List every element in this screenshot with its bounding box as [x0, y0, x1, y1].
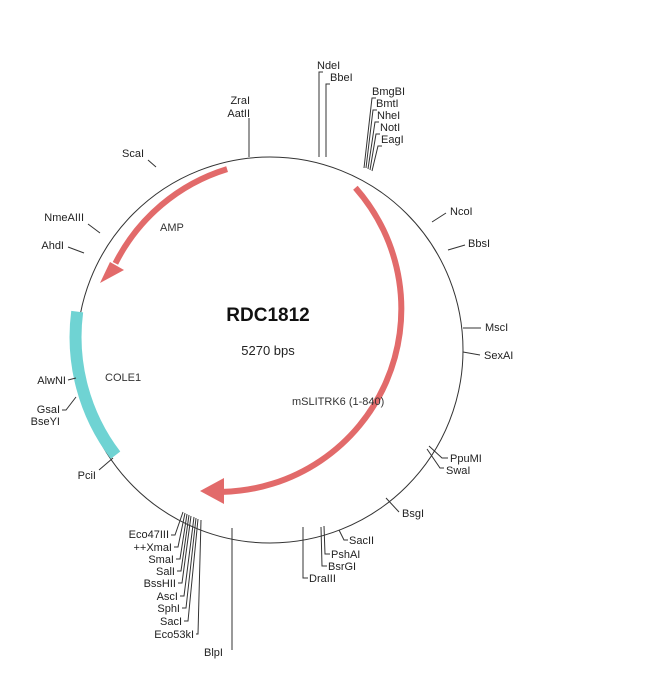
site-label-sali: SalI	[156, 566, 175, 578]
site-label-xmai: ++XmaI	[133, 542, 172, 554]
site-label-pshai: PshAI	[331, 549, 360, 561]
site-label-aatii: AatII	[227, 108, 250, 120]
site-label-ncoi: NcoI	[450, 206, 473, 218]
site-label-ahdi: AhdI	[41, 240, 64, 252]
site-label-ndei: NdeI	[317, 60, 340, 72]
site-label-alwni: AlwNI	[37, 375, 66, 387]
site-label-noti: NotI	[380, 122, 400, 134]
plasmid-size: 5270 bps	[241, 343, 295, 358]
plasmid-title: RDC1812	[226, 305, 309, 326]
feature-cole1-label: COLE1	[105, 372, 141, 384]
feature-cole1-arc	[69, 310, 121, 459]
site-label-asci: AscI	[157, 591, 178, 603]
site-label-bmgbi: BmgBI	[372, 86, 405, 98]
site-label-blpi: BlpI	[204, 647, 223, 659]
site-label-smai: SmaI	[148, 554, 174, 566]
feature-amp-arrowhead	[100, 262, 124, 283]
site-label-eco53ki: Eco53kI	[154, 629, 194, 641]
site-label-sexai: SexAI	[484, 350, 513, 362]
feature-mslitrk6-arc	[222, 185, 405, 495]
site-label-pcii: PciI	[78, 470, 96, 482]
site-label-bsshii: BssHII	[144, 578, 176, 590]
site-label-bbei: BbeI	[330, 72, 353, 84]
site-label-nhei: NheI	[377, 110, 400, 122]
site-label-bmti: BmtI	[376, 98, 399, 110]
site-label-bsrgi: BsrGI	[328, 561, 356, 573]
feature-amp-label: AMP	[160, 222, 184, 234]
site-label-swai: SwaI	[446, 465, 470, 477]
site-label-sphi: SphI	[157, 603, 180, 615]
feature-mslitrk6-arrowhead	[200, 478, 224, 504]
site-leader-lines	[62, 71, 481, 650]
site-labels: NdeI BbeI BmgBI BmtI NheI NotI EagI ZraI…	[31, 60, 514, 659]
site-label-eagi: EagI	[381, 134, 404, 146]
site-label-bseyi: BseYI	[31, 416, 60, 428]
site-label-scai: ScaI	[122, 148, 144, 160]
site-label-sacii: SacII	[349, 535, 374, 547]
site-label-bsgi: BsgI	[402, 508, 424, 520]
site-label-saci: SacI	[160, 616, 182, 628]
site-label-eco47iii: Eco47III	[129, 529, 169, 541]
site-label-zrai: ZraI	[230, 95, 250, 107]
feature-mslitrk6-label: mSLITRK6 (1-840)	[292, 396, 384, 408]
site-label-msci: MscI	[485, 322, 508, 334]
site-label-ppumi: PpuMI	[450, 453, 482, 465]
feature-amp-arc	[112, 166, 228, 265]
site-label-gsai: GsaI	[37, 404, 60, 416]
site-label-bbsi: BbsI	[468, 238, 490, 250]
site-label-draiii: DraIII	[309, 573, 336, 585]
site-label-nmeaiii: NmeAIII	[44, 212, 84, 224]
